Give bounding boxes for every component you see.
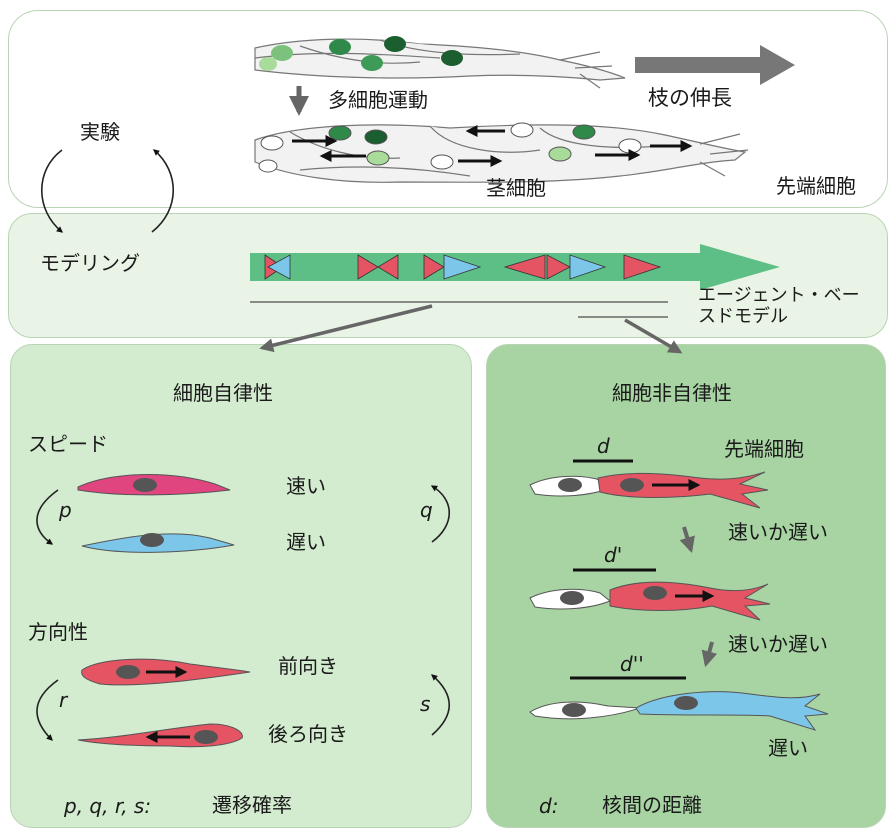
right-gray-arrows (679, 526, 718, 668)
backward-label: 後ろ向き (268, 722, 348, 746)
cell-sheet-upper (254, 38, 626, 89)
right-slow-label: 遅い (768, 736, 808, 760)
d-double-prime-label: d'' (620, 652, 644, 676)
r-var: r (59, 688, 68, 712)
cycle-arrow-down (41, 149, 63, 233)
backward-cell (77, 723, 243, 748)
transition-arrows-left (36, 485, 450, 741)
autonomous-panel (10, 344, 472, 828)
migration-arrows (292, 125, 693, 167)
model-to-right-arrow (624, 318, 683, 354)
experiment-label: 実験 (80, 120, 120, 144)
right-footer-var: d: (539, 794, 559, 818)
multicell-label: 多細胞運動 (328, 88, 428, 112)
abm-label-2: スドモデル (698, 306, 788, 327)
d-label: d (597, 434, 610, 458)
fast-or-slow-2: 速いか遅い (728, 632, 828, 656)
tip-row-1 (529, 459, 769, 509)
forward-label: 前向き (278, 654, 338, 678)
p-var: p (59, 498, 72, 522)
fast-cell (77, 474, 231, 496)
left-footer-text: 遷移確率 (212, 793, 292, 817)
slow-label: 遅い (286, 530, 326, 554)
agent-triangles (264, 254, 662, 280)
q-var: q (420, 498, 433, 522)
tip-row-3 (529, 676, 829, 731)
speed-label: スピード (28, 432, 108, 456)
right-tip-label: 先端細胞 (724, 437, 804, 461)
direction-label: 方向性 (28, 620, 88, 644)
tip-row-2 (529, 568, 771, 621)
nuclei-upper (259, 36, 463, 71)
branch-label: 枝の伸長 (648, 86, 732, 110)
d-prime-label: d' (604, 543, 623, 567)
right-footer-text: 核間の距離 (602, 793, 702, 817)
branch-extension-arrow (635, 45, 795, 85)
model-to-left-arrow (259, 304, 433, 353)
abm-label-1: エージェント・ベー (698, 285, 860, 306)
slow-cell (81, 533, 235, 553)
stalk-label: 茎細胞 (486, 176, 546, 200)
fast-or-slow-1: 速いか遅い (728, 520, 828, 544)
tip-label: 先端細胞 (776, 174, 856, 198)
forward-cell (81, 658, 251, 686)
left-footer-vars: p, q, r, s: (64, 794, 152, 818)
autonomy-title: 細胞自律性 (173, 381, 273, 405)
cycle-arrow-up (151, 149, 174, 233)
nonautonomy-title: 細胞非自律性 (612, 381, 732, 405)
fast-label: 速い (286, 474, 326, 498)
s-var: s (420, 692, 431, 716)
modeling-label: モデリング (40, 251, 140, 275)
